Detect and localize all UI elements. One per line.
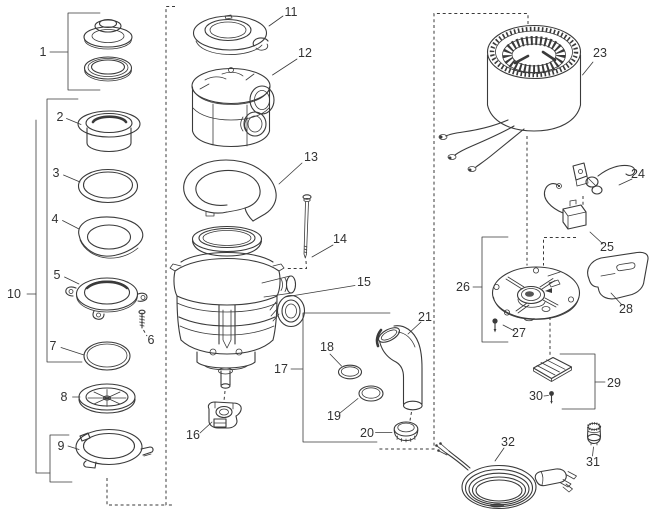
callout-24: 24 bbox=[631, 167, 645, 181]
callout-19: 19 bbox=[327, 409, 341, 423]
part-8-splash-baffle bbox=[78, 383, 136, 414]
callout-12: 12 bbox=[298, 46, 312, 60]
part-25-overload-protector bbox=[543, 183, 587, 230]
callout-13: 13 bbox=[304, 150, 318, 164]
callout-25: 25 bbox=[600, 240, 614, 254]
callout-30: 30 bbox=[529, 389, 543, 403]
callout-4: 4 bbox=[52, 212, 59, 226]
part-18-o-ring bbox=[337, 364, 363, 380]
part-4-backup-flange bbox=[78, 216, 144, 259]
part-15-grind-housing bbox=[169, 225, 306, 389]
bracket-group-10 bbox=[26, 119, 51, 474]
bracket-group-9 bbox=[49, 434, 73, 483]
callout-16: 16 bbox=[186, 428, 200, 442]
callout-numbers: 1 2 3 4 5 6 7 8 9 10 11 12 13 14 15 16 1… bbox=[7, 5, 645, 469]
part-26-end-bell bbox=[491, 266, 581, 322]
part-32-power-cord bbox=[435, 442, 577, 510]
callout-20: 20 bbox=[360, 426, 374, 440]
alignment-dash-center-left bbox=[165, 6, 175, 506]
alignment-dash-right-column bbox=[378, 13, 529, 450]
part-21-discharge-elbow bbox=[375, 325, 423, 411]
part-20-cap-nut bbox=[393, 421, 419, 443]
part-11-cover bbox=[192, 14, 269, 55]
callout-32: 32 bbox=[501, 435, 515, 449]
alignment-dash-switch bbox=[543, 196, 584, 266]
part-2-sink-flange bbox=[77, 110, 141, 153]
callout-11: 11 bbox=[285, 5, 298, 19]
part-14-bolt bbox=[302, 194, 312, 259]
part-12-upper-housing bbox=[191, 67, 275, 148]
callout-leaders bbox=[60, 15, 633, 462]
callout-9: 9 bbox=[58, 439, 65, 453]
callout-31: 31 bbox=[586, 455, 600, 469]
callout-18: 18 bbox=[320, 340, 334, 354]
part-3-gasket bbox=[77, 168, 139, 204]
alignment-dash-shaft-coupler bbox=[223, 390, 226, 402]
part-29-baffle-plate bbox=[532, 356, 573, 382]
part-28-cover-plate bbox=[587, 251, 649, 300]
alignment-dash-elbow-cap bbox=[409, 411, 412, 421]
callout-27: 27 bbox=[512, 326, 526, 340]
callout-23: 23 bbox=[593, 46, 607, 60]
callout-10: 10 bbox=[7, 287, 21, 301]
part-5-mounting-ring bbox=[65, 277, 148, 320]
part-30-screw bbox=[549, 391, 554, 404]
bracket-group-1 bbox=[49, 12, 101, 91]
callout-3: 3 bbox=[53, 166, 60, 180]
callout-1: 1 bbox=[40, 45, 47, 59]
bracket-group-2-7 bbox=[46, 98, 83, 363]
alignment-dash-lower-ring bbox=[106, 478, 165, 506]
part-31-strain-relief bbox=[586, 422, 602, 446]
callout-2: 2 bbox=[57, 110, 64, 124]
part-7-fiber-gasket bbox=[83, 341, 131, 371]
bracket-group-26 bbox=[472, 236, 509, 343]
callout-21: 21 bbox=[418, 310, 432, 324]
callout-5: 5 bbox=[54, 268, 61, 282]
part-1-stopper bbox=[83, 18, 133, 82]
callout-8: 8 bbox=[61, 390, 68, 404]
part-6-screw bbox=[138, 309, 148, 337]
callout-7: 7 bbox=[50, 339, 57, 353]
callout-15: 15 bbox=[357, 275, 371, 289]
part-19-o-ring bbox=[358, 385, 384, 402]
callout-26: 26 bbox=[456, 280, 470, 294]
callout-28: 28 bbox=[619, 302, 633, 316]
callout-29: 29 bbox=[607, 376, 621, 390]
part-24-switch bbox=[572, 162, 636, 195]
group-box-17 bbox=[302, 312, 391, 443]
part-27-screw bbox=[492, 318, 498, 333]
bracket-group-29 bbox=[559, 353, 606, 410]
part-9-lower-mounting-ring bbox=[75, 428, 154, 469]
callout-6: 6 bbox=[148, 333, 155, 347]
alignment-dash-bolt bbox=[285, 260, 308, 269]
part-13-scroll bbox=[183, 159, 277, 222]
callout-17: 17 bbox=[274, 362, 288, 376]
part-16-coupler bbox=[207, 401, 242, 429]
callout-14: 14 bbox=[333, 232, 347, 246]
part-23-motor-stator bbox=[438, 24, 582, 172]
